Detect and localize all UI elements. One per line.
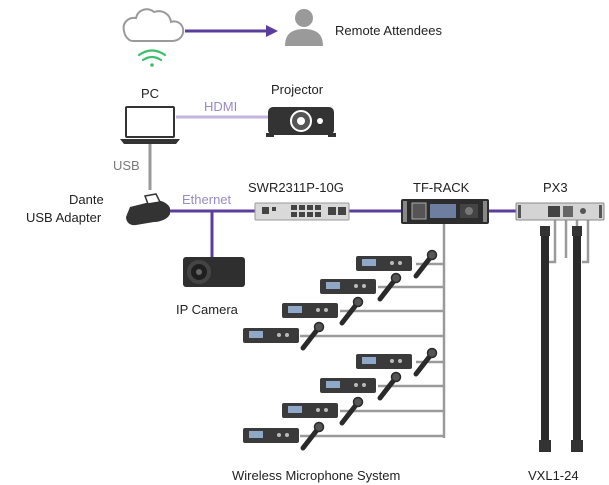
handheld-mic-icon bbox=[300, 421, 325, 451]
wifi-icon bbox=[137, 49, 167, 67]
handheld-mic-icon bbox=[413, 347, 438, 377]
wireless-receiver-icon bbox=[243, 428, 299, 443]
wireless-receiver-icon bbox=[282, 403, 338, 418]
ip-camera-icon bbox=[183, 257, 245, 287]
wireless-receiver-icon bbox=[356, 354, 412, 369]
ethernet-label: Ethernet bbox=[182, 192, 232, 207]
wireless-receiver-icon bbox=[356, 256, 412, 271]
mic-bus-branches bbox=[300, 262, 444, 438]
px3-amplifier-icon bbox=[515, 202, 605, 221]
px3-label: PX3 bbox=[543, 180, 568, 195]
wireless-mic-system-label: Wireless Microphone System bbox=[232, 468, 400, 483]
usb-label: USB bbox=[113, 158, 140, 173]
dante-adapter-icon bbox=[126, 193, 170, 226]
vxl-label: VXL1-24 bbox=[528, 468, 579, 483]
handheld-mic-icon bbox=[377, 371, 402, 401]
arrowhead bbox=[266, 25, 278, 37]
tf-rack-label: TF-RACK bbox=[413, 180, 470, 195]
wireless-receiver-icon bbox=[320, 378, 376, 393]
wireless-receiver-icon bbox=[282, 303, 338, 318]
switch-icon bbox=[254, 202, 350, 221]
hdmi-label: HDMI bbox=[204, 99, 237, 114]
dante-label-line1: Dante bbox=[69, 192, 104, 207]
person-icon bbox=[285, 9, 323, 46]
vxl-speaker-icon bbox=[571, 226, 583, 452]
handheld-mic-icon bbox=[339, 296, 364, 326]
handheld-mic-icon bbox=[413, 249, 438, 279]
switch-label: SWR2311P-10G bbox=[248, 180, 344, 195]
laptop-icon bbox=[120, 106, 180, 144]
wireless-receiver-icon bbox=[243, 328, 299, 343]
remote-attendees-label: Remote Attendees bbox=[335, 23, 442, 38]
dante-label-line2: USB Adapter bbox=[26, 210, 102, 225]
handheld-mic-icon bbox=[339, 396, 364, 426]
wireless-receiver-icon bbox=[320, 279, 376, 294]
vxl-speaker-icon bbox=[539, 226, 551, 452]
ip-camera-label: IP Camera bbox=[176, 302, 239, 317]
projector-label: Projector bbox=[271, 82, 324, 97]
pc-label: PC bbox=[141, 86, 159, 101]
handheld-mic-icon bbox=[300, 321, 325, 351]
handheld-mic-icon bbox=[377, 272, 402, 302]
projector-icon bbox=[266, 107, 336, 137]
cloud-icon bbox=[122, 8, 185, 42]
tf-rack-icon bbox=[401, 199, 489, 224]
